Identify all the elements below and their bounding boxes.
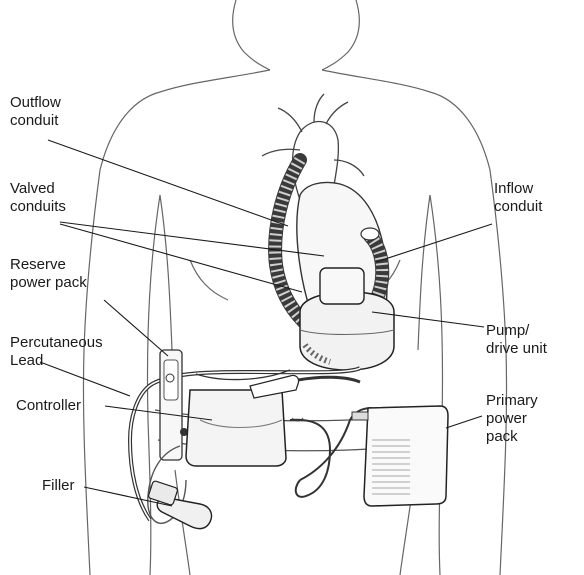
label-pump-drive-unit: Pump/ drive unit (486, 322, 547, 358)
leader-outflow (48, 140, 288, 226)
head-outline-right (322, 0, 359, 70)
right-arm-inner (430, 195, 443, 575)
right-arm-outer (490, 170, 507, 575)
label-controller: Controller (16, 397, 81, 415)
label-outflow-line1: Outflow (10, 94, 61, 112)
label-valved-conduits: Valved conduits (10, 180, 66, 216)
right-shoulder (322, 70, 490, 170)
label-percutaneous-lead: Percutaneous Lead (10, 334, 103, 370)
right-torso-side (418, 195, 430, 350)
leader-inflow (376, 224, 492, 262)
label-percutaneous-line2: Lead (10, 352, 103, 370)
label-percutaneous-line1: Percutaneous (10, 334, 103, 352)
label-primary-power-pack: Primary power pack (486, 392, 538, 446)
label-inflow-conduit: Inflow conduit (494, 180, 542, 216)
left-torso-side (160, 195, 172, 350)
left-shoulder (100, 70, 270, 170)
label-outflow-conduit: Outflow conduit (10, 94, 61, 130)
primary-power-pack (352, 406, 448, 506)
label-outflow-line2: conduit (10, 112, 61, 130)
head-outline (233, 0, 270, 70)
label-primary-line2: power (486, 410, 538, 428)
label-primary-line1: Primary (486, 392, 538, 410)
leader-primary (446, 416, 482, 428)
label-controller-line1: Controller (16, 397, 81, 415)
label-primary-line3: pack (486, 428, 538, 446)
leader-valved-2 (60, 224, 302, 292)
label-reserve-line2: power pack (10, 274, 87, 292)
label-inflow-line1: Inflow (494, 180, 542, 198)
label-reserve-line1: Reserve (10, 256, 87, 274)
label-valved-line1: Valved (10, 180, 66, 198)
label-pump-line2: drive unit (486, 340, 547, 358)
label-filler: Filler (42, 477, 75, 495)
label-inflow-line2: conduit (494, 198, 542, 216)
leader-reserve (104, 300, 168, 356)
power-cable (290, 420, 330, 497)
leader-valved-1 (60, 222, 324, 256)
label-filler-line1: Filler (42, 477, 75, 495)
label-reserve-power-pack: Reserve power pack (10, 256, 87, 292)
label-valved-line2: conduits (10, 198, 66, 216)
label-pump-line1: Pump/ (486, 322, 547, 340)
